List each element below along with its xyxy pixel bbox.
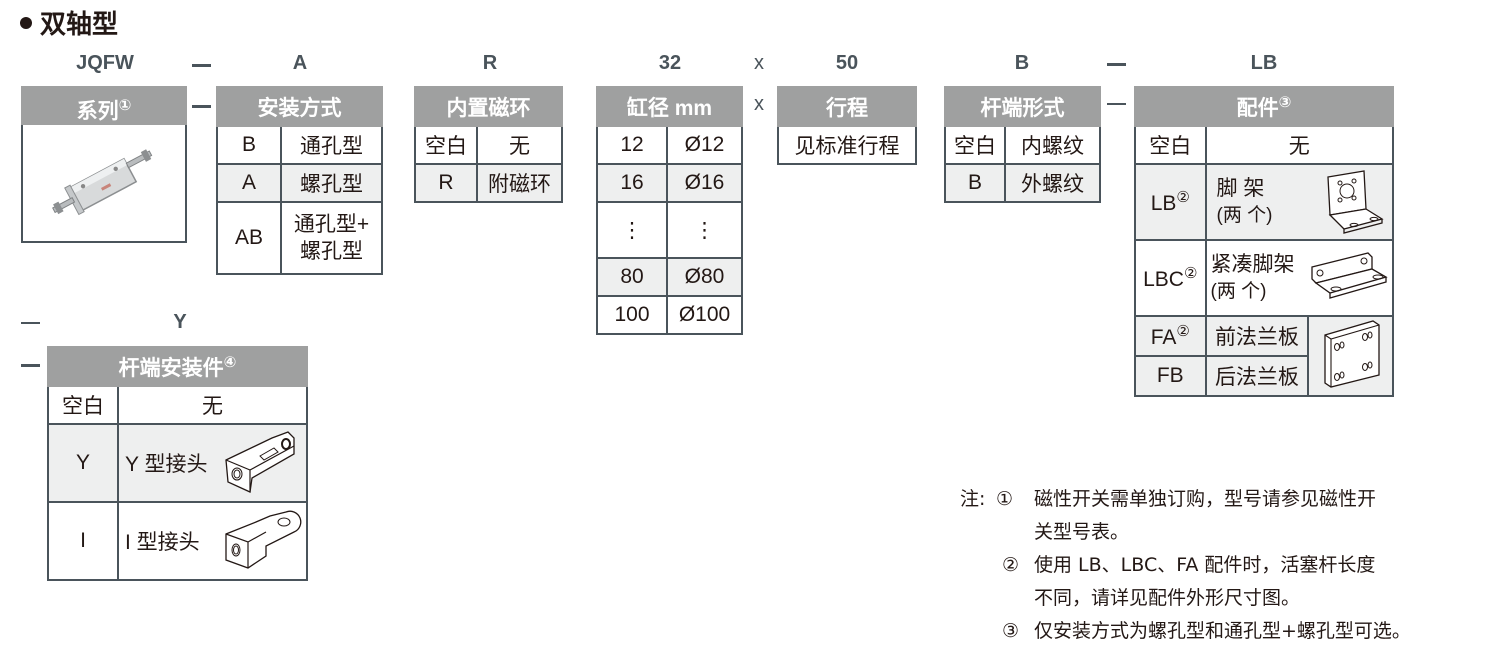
cylinder-image xyxy=(21,125,187,243)
rod-end-desc: 外螺纹 xyxy=(1004,163,1101,203)
mount-header: 安装方式 xyxy=(216,86,383,127)
stroke-header: 行程 xyxy=(777,86,917,127)
dash-separator xyxy=(192,105,211,108)
rod-fitting-code: I xyxy=(47,501,119,581)
accessory-code: FA② xyxy=(1134,315,1207,357)
note-mark: ③ xyxy=(1002,620,1020,642)
bore-code: 100 xyxy=(596,295,668,335)
bore-code: 16 xyxy=(596,163,668,203)
series-header: 系列① xyxy=(21,86,187,125)
stroke-value: 见标准行程 xyxy=(777,125,917,165)
code-mount: A xyxy=(292,52,308,74)
magnet-desc: 附磁环 xyxy=(476,163,563,203)
accessory-desc: 前法兰板 xyxy=(1204,315,1310,357)
i-joint-icon xyxy=(225,510,302,569)
mount-desc: 螺孔型 xyxy=(280,163,383,203)
bore-desc: Ø80 xyxy=(666,257,743,297)
stroke-table: 行程 见标准行程 xyxy=(777,86,917,165)
accessory-desc: 无 xyxy=(1204,125,1395,165)
note-text: 关型号表。 xyxy=(1034,521,1130,543)
rod-fitting-desc: 无 xyxy=(117,385,308,425)
bore-desc: ⋮ xyxy=(666,201,743,259)
code-series: JQFW xyxy=(76,52,134,74)
dash-separator xyxy=(21,322,40,324)
rod-end-code: 空白 xyxy=(944,125,1006,165)
rod-end-code: B xyxy=(944,163,1006,203)
code-stroke: 50 xyxy=(835,52,859,74)
code-accessory: LB xyxy=(1250,52,1278,74)
dash-separator xyxy=(1107,103,1126,105)
x-separator: x xyxy=(754,93,764,115)
dash-separator xyxy=(21,364,40,367)
x-separator: x xyxy=(754,52,764,74)
notes-label: 注: xyxy=(960,488,986,510)
page-title: 双轴型 xyxy=(20,4,118,41)
rod-fitting-header: 杆端安装件④ xyxy=(47,346,308,387)
bullet-icon xyxy=(20,16,32,29)
accessory-desc: 脚 架(两 个) xyxy=(1204,163,1395,241)
magnet-header: 内置磁环 xyxy=(414,86,563,127)
code-rod-fitting: Y xyxy=(173,311,187,333)
rod-fitting-code: Y xyxy=(47,423,119,503)
bore-desc: Ø12 xyxy=(666,125,743,165)
accessory-table: 配件③ 空白无 LB② 脚 架(两 个) LBC② 紧凑脚架(两 xyxy=(1134,86,1395,397)
title-text: 双轴型 xyxy=(40,10,119,40)
accessory-code: LB② xyxy=(1134,163,1207,241)
bore-desc: Ø16 xyxy=(666,163,743,203)
compact-foot-bracket-icon xyxy=(1311,251,1388,299)
dash-separator xyxy=(192,64,211,67)
flange-plate-image xyxy=(1307,315,1394,397)
rod-end-desc: 内螺纹 xyxy=(1004,125,1101,165)
mount-desc: 通孔型 xyxy=(280,125,383,165)
accessory-code: LBC② xyxy=(1134,239,1207,317)
magnet-desc: 无 xyxy=(476,125,563,165)
mount-code: AB xyxy=(216,201,282,275)
rod-fitting-table: 杆端安装件④ 空白无 Y Y 型接头 I I 型接头 xyxy=(47,346,308,581)
note-mark: ① xyxy=(996,488,1014,510)
rod-fitting-desc: I 型接头 xyxy=(117,501,308,581)
bore-code: 12 xyxy=(596,125,668,165)
accessory-desc: 紧凑脚架(两 个) xyxy=(1204,239,1395,317)
rod-fitting-desc: Y 型接头 xyxy=(117,423,308,503)
note-text: 使用 LB、LBC、FA 配件时，活塞杆长度 xyxy=(1034,554,1376,576)
code-magnet: R xyxy=(482,52,498,74)
y-joint-icon xyxy=(225,431,295,493)
notes-block: 注: ① 磁性开关需单独订购，型号请参见磁性开 关型号表。 ② 使用 LB、LB… xyxy=(960,483,1500,648)
accessory-desc: 后法兰板 xyxy=(1204,355,1310,397)
bore-desc: Ø100 xyxy=(666,295,743,335)
accessory-header: 配件③ xyxy=(1134,86,1394,127)
note-mark: ② xyxy=(1002,554,1020,576)
bore-header: 缸径 mm xyxy=(596,86,743,127)
code-bore: 32 xyxy=(658,52,682,74)
accessory-code: FB xyxy=(1134,355,1207,397)
note-text: 仅安装方式为螺孔型和通孔型+螺孔型可选。 xyxy=(1034,620,1411,642)
note-text: 磁性开关需单独订购，型号请参见磁性开 xyxy=(1034,488,1377,510)
foot-bracket-icon xyxy=(1327,170,1384,234)
note-text: 不同，请详见配件外形尺寸图。 xyxy=(1034,587,1301,609)
bore-code: ⋮ xyxy=(596,201,668,259)
mount-code: A xyxy=(216,163,282,203)
rod-end-header: 杆端形式 xyxy=(944,86,1101,127)
double-rod-cylinder-icon xyxy=(52,149,153,216)
series-table: 系列① xyxy=(21,86,187,243)
mount-code: B xyxy=(216,125,282,165)
magnet-code: R xyxy=(414,163,478,203)
rod-fitting-code: 空白 xyxy=(47,385,119,425)
mount-desc: 通孔型+螺孔型 xyxy=(280,201,383,275)
bore-code: 80 xyxy=(596,257,668,297)
magnet-code: 空白 xyxy=(414,125,478,165)
flange-plate-icon xyxy=(1324,320,1380,388)
dash-separator xyxy=(1107,63,1126,66)
code-rod-end: B xyxy=(1014,52,1030,74)
accessory-code: 空白 xyxy=(1134,125,1207,165)
